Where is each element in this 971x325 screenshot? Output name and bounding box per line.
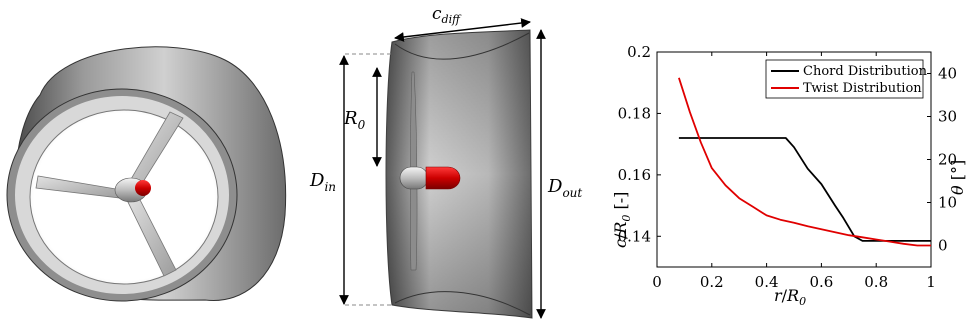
D-in-label: Din <box>309 170 336 194</box>
y-right-axis-ticks: 0 10 20 30 40 <box>927 65 957 255</box>
y-right-tick-label: 30 <box>938 108 957 126</box>
y-right-axis-label: θ [°] <box>948 160 967 195</box>
y-left-axis-label: c/R0 [-] <box>611 192 633 248</box>
y-left-axis-ticks: 0.14 0.16 0.18 0.2 <box>618 43 661 245</box>
legend-label-chord: Chord Distribution <box>803 64 928 79</box>
x-axis-ticks: 0 0.2 0.4 0.6 0.8 1 <box>652 52 936 291</box>
x-tick-label: 0.2 <box>700 273 724 291</box>
D-out-label: Dout <box>547 176 582 200</box>
series-layer <box>678 77 931 247</box>
y-right-tick-label: 0 <box>938 237 948 255</box>
hub-tip <box>135 180 151 196</box>
c-diff-label: cdiff <box>432 4 462 26</box>
ducted-rotor-side-view: cdiff Din R0 Dout <box>309 4 582 319</box>
hub-side-body <box>399 166 429 190</box>
x-tick-label: 1 <box>926 273 936 291</box>
y-left-tick-label: 0.2 <box>627 43 651 61</box>
hub-side-tip <box>425 166 461 190</box>
chord-distribution-line <box>678 137 931 242</box>
y-left-tick-label: 0.18 <box>618 104 651 122</box>
y-left-tick-label: 0.14 <box>618 227 651 245</box>
y-right-tick-label: 20 <box>938 151 957 169</box>
legend-label-twist: Twist Distribution <box>803 81 922 96</box>
c-diff-arrow <box>394 18 531 42</box>
legend-box <box>765 59 924 99</box>
twist-distribution-line <box>678 77 931 247</box>
y-right-tick-label: 40 <box>938 65 957 83</box>
R0-label: R0 <box>343 108 366 132</box>
legend: Chord Distribution Twist Distribution <box>765 59 928 99</box>
duct-bottom-rim <box>394 291 531 316</box>
x-tick-label: 0.6 <box>809 273 833 291</box>
y-right-tick-label: 10 <box>938 194 957 212</box>
x-axis-label: r/R0 <box>774 286 806 308</box>
y-left-tick-label: 0.16 <box>618 166 651 184</box>
rotor-blades <box>35 111 184 277</box>
x-tick-label: 0 <box>652 273 662 291</box>
x-tick-label: 0.4 <box>755 273 779 291</box>
distribution-chart: 0 0.2 0.4 0.6 0.8 1 0.14 0.16 0.18 0.2 0 10 20 30 40… <box>611 43 967 308</box>
x-tick-label: 0.8 <box>864 273 888 291</box>
ducted-rotor-perspective <box>6 46 287 302</box>
